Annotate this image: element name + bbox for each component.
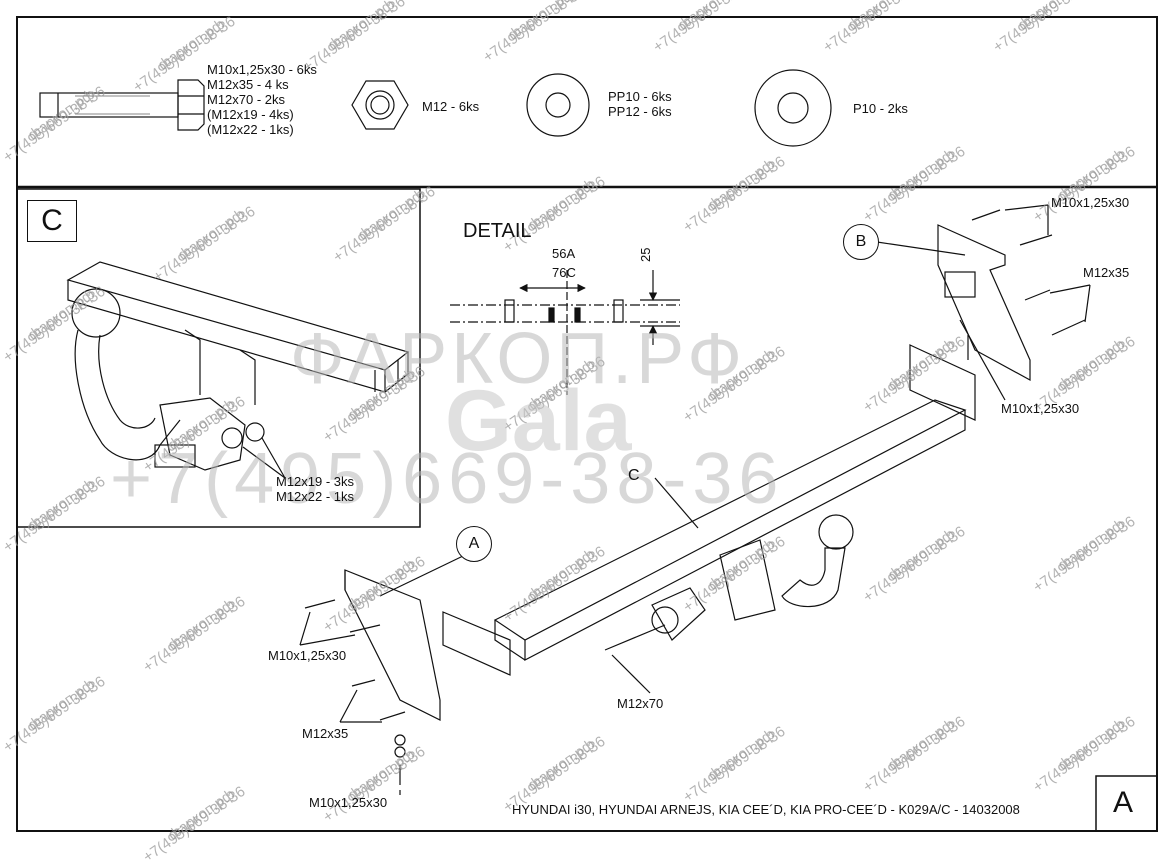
small-washer-label-line: PP10 - 6ks — [608, 89, 672, 104]
label-m12x35-left: M12x35 — [302, 726, 349, 741]
nut-icon — [351, 80, 409, 130]
nut-label: M12 - 6ks — [422, 99, 480, 114]
detail-c-drawing — [66, 261, 410, 479]
dimension-56a: 56A — [552, 246, 576, 261]
detail-c-label-1: M12x19 - 3ks — [276, 474, 355, 489]
label-m12x35-right: M12x35 — [1083, 265, 1130, 280]
watermark-phone-big: +7(495)669-38-36 — [110, 439, 785, 519]
label-m10-right-mid: M10x1,25x30 — [1001, 401, 1080, 416]
bolt-icon — [39, 79, 205, 131]
detail-section-drawing — [450, 270, 680, 395]
bolt-label-line: M12x35 - 4 ks — [207, 77, 289, 92]
tow-bar-assembly — [299, 204, 1091, 795]
label-m10-bottom: M10x1,25x30 — [309, 795, 388, 810]
watermark-brand-big: ФАРКОП.РФ — [290, 319, 747, 399]
large-washer-icon — [754, 69, 832, 147]
bolt-label-line: (M12x22 - 1ks) — [207, 122, 294, 137]
bolt-label-line: M12x70 - 2ks — [207, 92, 286, 107]
callout-a: A — [456, 526, 492, 562]
label-m12x70: M12x70 — [617, 696, 664, 711]
bolt-label-line: M10x1,25x30 - 6ks — [207, 62, 317, 77]
title-block-text: HYUNDAI i30, HYUNDAI ARNEJS, KIA CEE´D, … — [512, 802, 1020, 817]
label-m10-left: M10x1,25x30 — [268, 648, 347, 663]
dimension-25: 25 — [638, 247, 653, 262]
detail-title: DETAIL — [463, 220, 532, 242]
detail-c-letter: C — [27, 200, 77, 242]
small-washer-label-list: PP10 - 6ks PP12 - 6ks — [608, 89, 672, 119]
sheet-box — [1095, 775, 1158, 832]
detail-c-label-2: M12x22 - 1ks — [276, 489, 355, 504]
small-washer-icon — [526, 73, 590, 137]
small-washer-label-line: PP12 - 6ks — [608, 104, 672, 119]
callout-c: C — [628, 467, 640, 484]
label-m10-right-top: M10x1,25x30 — [1051, 195, 1130, 210]
sheet-letter: A — [1113, 786, 1134, 819]
detail-c-frame — [16, 188, 421, 528]
callout-b: B — [843, 224, 879, 260]
large-washer-label: P10 - 2ks — [853, 101, 908, 116]
watermark-logo-big: Gala — [445, 373, 632, 469]
bolt-label-list: M10x1,25x30 - 6ks M12x35 - 4 ks M12x70 -… — [207, 62, 317, 137]
dimension-76c: 76C — [552, 265, 576, 280]
bolt-label-line: (M12x19 - 4ks) — [207, 107, 294, 122]
